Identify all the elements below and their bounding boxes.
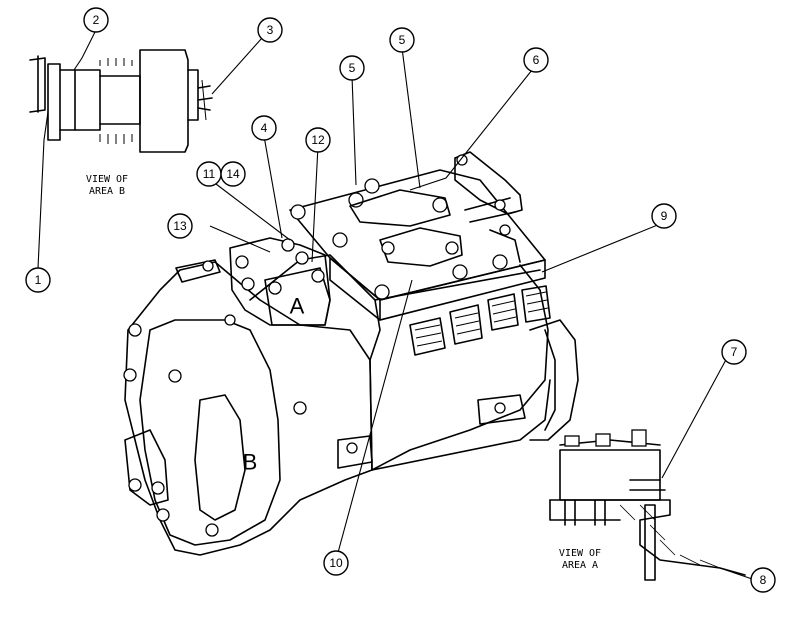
callout-6: 6 xyxy=(523,47,549,73)
top-cover xyxy=(289,151,546,321)
callout-11: 11 xyxy=(196,161,222,187)
callout-8: 8 xyxy=(750,567,776,593)
area-b-view-title-line1: VIEW OF xyxy=(86,174,128,185)
callout-5-left: 5 xyxy=(339,55,365,81)
area-a-view-title-line1: VIEW OF xyxy=(559,548,601,559)
area-a-view-title-line2: AREA A xyxy=(562,560,598,571)
callout-3-text: 3 xyxy=(267,23,274,37)
area-b-label: B xyxy=(243,450,258,475)
callout-6-text: 6 xyxy=(533,53,540,67)
area-a-label: A xyxy=(290,294,305,319)
callout-1: 1 xyxy=(25,267,51,293)
callout-14-text: 14 xyxy=(226,167,240,181)
callout-11-text: 11 xyxy=(203,167,216,181)
callout-10-text: 10 xyxy=(329,556,343,570)
callout-14: 14 xyxy=(220,161,246,187)
callout-9: 9 xyxy=(651,203,677,229)
pump-assembly: A B xyxy=(123,151,579,556)
area-b-view-title-line2: AREA B xyxy=(89,186,125,197)
discharge-valves xyxy=(409,285,551,356)
callout-2: 2 xyxy=(83,7,109,33)
callout-7: 7 xyxy=(721,339,747,365)
callout-8-text: 8 xyxy=(760,573,767,587)
callout-3: 3 xyxy=(257,17,283,43)
callout-7-text: 7 xyxy=(731,345,738,359)
area-b-detail-view: VIEW OF AREA B xyxy=(29,49,213,197)
callout-12: 12 xyxy=(305,127,331,153)
callout-1-text: 1 xyxy=(35,273,42,287)
callout-5-right-text: 5 xyxy=(399,33,406,47)
callout-12-text: 12 xyxy=(311,133,325,147)
callout-2-text: 2 xyxy=(93,13,100,27)
callout-5-right: 5 xyxy=(389,27,415,53)
governor-housing xyxy=(175,237,331,326)
callout-10: 10 xyxy=(323,550,349,576)
area-a-detail-view: VIEW OF AREA A xyxy=(549,429,746,581)
callout-13-text: 13 xyxy=(173,219,187,233)
callout-13: 13 xyxy=(167,213,193,239)
callout-4-text: 4 xyxy=(261,121,268,135)
callout-4: 4 xyxy=(251,115,277,141)
leader-lines xyxy=(37,29,756,581)
callout-5-left-text: 5 xyxy=(349,61,356,75)
callout-9-text: 9 xyxy=(661,209,668,223)
